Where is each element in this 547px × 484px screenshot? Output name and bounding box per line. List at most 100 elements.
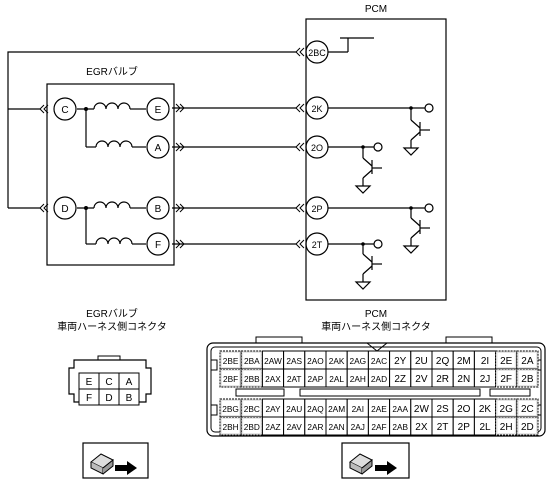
pcm-connector-cell-label: 2AS [286,356,302,366]
pcm-pin-2o: 2O [305,135,329,159]
pcm-pin-label: 2P [311,204,322,214]
egr-connector-cell [118,388,140,406]
egr-pin-d: D [53,196,77,220]
pcm-connector-cell-label: 2Y [394,356,407,367]
pcm-connector-key [299,388,481,397]
pcm-connector-cell-label: 2AR [307,422,323,432]
wire-2bc [7,51,296,109]
pcm-connector-cell-label: 2D [521,422,534,433]
pcm-connector-cell-label: 2AZ [265,422,280,432]
pcm-connector-cell-label: 2W [414,404,430,415]
pcm-connector-cell-label: 2AM [328,404,345,414]
pcm-connector-cell-label: 2H [500,422,513,433]
pcm-connector-cell-label: 2V [415,374,428,385]
pcm-connector-cell-label: 2AI [352,404,364,414]
egr-pin-a: A [146,135,170,159]
pcm-connector-cell-label: 2BC [244,404,260,414]
pcm-connector-cell-label: 2AD [371,374,387,384]
pcm-connector-cell-label: 2B [521,374,534,385]
pcm-connector-cell-inner [222,419,240,433]
pcm-connector-cell-label: 2AV [287,422,303,432]
egr-connector-cell-label: B [126,393,133,404]
pcm-connector-cell-label: 2AN [329,422,345,432]
pcm-connector-cell-label: 2AC [371,356,387,366]
pcm-box [305,18,447,301]
pcm-connector-cell-label: 2AB [392,422,408,432]
pcm-pin-2t: 2T [305,232,329,256]
pcm-connector-cell-label: 2X [415,422,428,433]
egr-valve-title: EGRバルブ [86,65,138,78]
pcm-connector-cell-label: 2G [500,404,514,415]
egr-pin-e: E [146,97,170,121]
egr-coil-upper [77,102,146,148]
pcm-pin-label: 2O [311,143,323,153]
egr-pin-label: E [155,105,162,116]
egr-plug-view-icon [82,442,149,479]
egr-coil-lower [77,201,146,245]
pcm-driver-2k [328,103,434,156]
pcm-pin-label: 2BC [308,48,326,58]
pcm-driver-2p [328,203,434,254]
pcm-connector-cell-inner [497,419,515,433]
pcm-connector-cell-inner [243,401,261,415]
pcm-connector-cell-inner [518,353,536,367]
pcm-connector-cell-label: 2BD [244,422,260,432]
pcm-connector-cell-label: 2AX [265,374,281,384]
egr-connector-cell-label: E [86,377,93,388]
pcm-connector-cell-label: 2P [458,422,471,433]
egr-connector-cell-label: C [105,377,112,388]
pcm-connector-cell-label: 2J [480,374,491,385]
pcm-connector-cell-label: 2AO [307,356,324,366]
pcm-connector-cell-label: 2Q [436,356,450,367]
pcm-connector-cell-label: 2N [457,374,470,385]
pcm-connector-cell-label: 2M [457,356,471,367]
egr-pin-label: F [155,240,161,251]
pcm-connector-cell-inner [497,353,515,367]
pcm-connector-cell-label: 2O [457,404,471,415]
pcm-connector-cell-inner [518,419,536,433]
egr-valve-box [46,83,175,266]
egr-connector-cell-label: D [105,393,112,404]
egr-pin-f: F [146,232,170,256]
pcm-connector-latch [366,342,388,352]
pcm-connector-cell-inner [243,419,261,433]
pcm-connector-cell-label: 2U [415,356,428,367]
pcm-connector-cell-label: 2C [521,404,534,415]
pcm-title: PCM [365,4,387,15]
connector-chevrons [39,47,305,249]
pcm-connector-cell-inner [497,401,515,415]
egr-pin-c: C [53,97,77,121]
pcm-connector-cell-label: 2K [479,404,492,415]
pcm-connector-key [235,388,285,397]
pcm-connector-cell-label: 2BB [244,374,260,384]
egr-pin-label: A [155,143,162,154]
pcm-connector-cell-label: 2AJ [351,422,365,432]
egr-pin-label: C [61,105,68,116]
pcm-pin-2k: 2K [305,96,329,120]
pcm-connector-cell-label: 2AY [265,404,281,414]
pcm-connector-cell-inner [243,353,261,367]
pcm-connector-cell-label: 2BE [223,356,239,366]
pcm-connector-cell-inner [222,353,240,367]
pcm-pin-label: 2T [312,240,323,250]
pcm-connector-cell-label: 2BG [222,404,239,414]
pcm-connector-cell-label: 2AA [392,404,408,414]
pcm-connector-cell-label: 2AE [371,404,387,414]
pcm-plug-view-icon [341,442,410,479]
wires [7,51,296,245]
pcm-connector-cell-label: 2S [436,404,449,415]
pcm-connector-cell-inner [222,401,240,415]
egr-pin-label: D [61,204,68,215]
pcm-connector-cell-label: 2AF [371,422,386,432]
egr-connector-title: EGRバルブ [86,307,138,320]
pcm-connector-cell-label: 2AQ [307,404,324,414]
pcm-connector-cell-label: 2A [521,356,534,367]
pcm-connector-cell-label: 2AU [286,404,302,414]
pcm-connector-cell-label: 2E [500,356,513,367]
pcm-connector-cell-label: 2T [437,422,449,433]
egr-connector-subtitle: 車両ハーネス側コネクタ [57,320,167,333]
